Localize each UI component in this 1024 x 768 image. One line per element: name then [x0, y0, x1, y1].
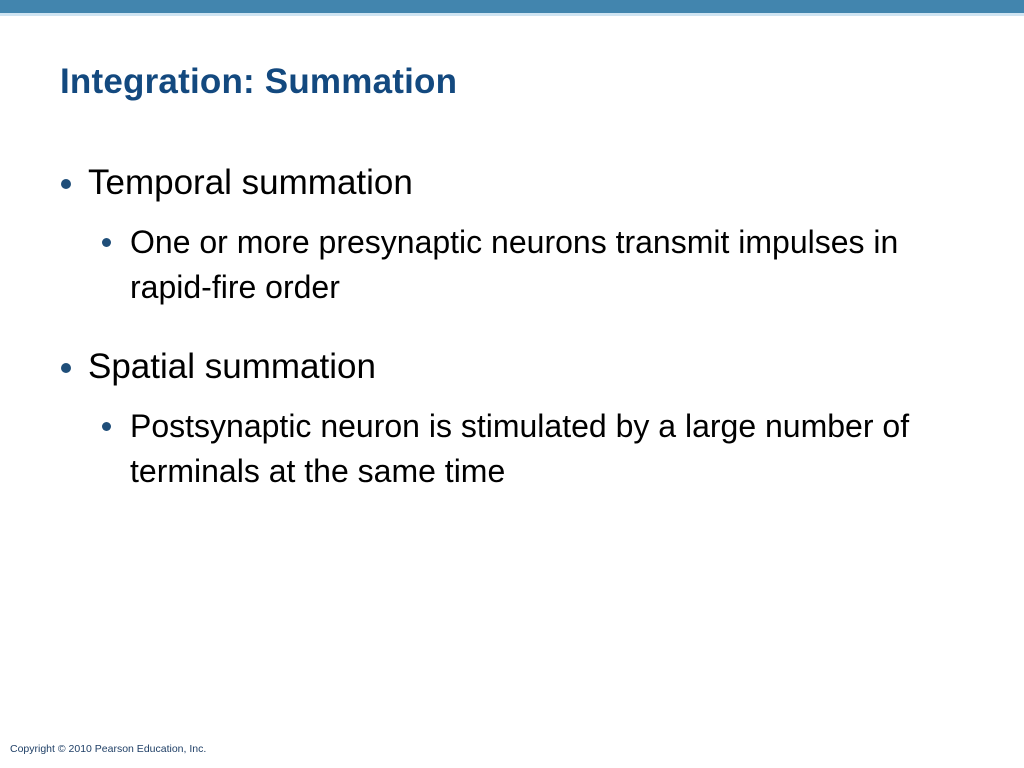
- bullet-level2-label: Postsynaptic neuron is stimulated by a l…: [130, 408, 910, 489]
- page-title: Integration: Summation: [60, 62, 458, 102]
- bullet-dot-icon: [102, 422, 111, 431]
- bullet-dot-icon: [61, 179, 71, 189]
- body-spacer: [58, 332, 958, 344]
- top-accent-line: [0, 13, 1024, 16]
- bullet-level2-spatial-detail: Postsynaptic neuron is stimulated by a l…: [58, 404, 958, 494]
- bullet-level1-temporal-summation: Temporal summation: [58, 160, 958, 206]
- copyright-notice: Copyright © 2010 Pearson Education, Inc.: [10, 743, 207, 755]
- bullet-level1-spatial-summation: Spatial summation: [58, 344, 958, 390]
- bullet-level1-label: Temporal summation: [88, 163, 413, 202]
- top-accent-bar: [0, 0, 1024, 13]
- bullet-dot-icon: [102, 238, 111, 247]
- slide-body: Temporal summation One or more presynapt…: [58, 160, 958, 516]
- bullet-level2-label: One or more presynaptic neurons transmit…: [130, 224, 899, 305]
- bullet-dot-icon: [61, 363, 71, 373]
- bullet-level2-temporal-detail: One or more presynaptic neurons transmit…: [58, 220, 958, 310]
- bullet-level1-label: Spatial summation: [88, 347, 376, 386]
